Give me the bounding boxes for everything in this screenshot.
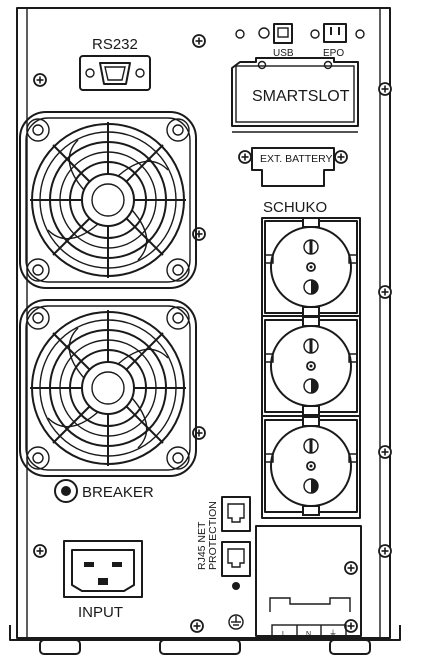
screw-icon [190,619,204,633]
cooling-fan-top-icon [19,111,197,289]
schuko-socket-1[interactable] [263,216,359,318]
screw-icon [192,426,206,440]
indicator-led-icon [235,29,245,39]
usb-label: USB [273,48,294,59]
ground-icon [228,614,244,630]
rj45-label-line2: PROTECTION [207,501,219,570]
screw-icon [378,544,392,558]
epo-label: EPO [323,48,344,59]
screw-icon [378,82,392,96]
breaker-label: BREAKER [82,484,154,501]
terminal-label-earth: ⏚ [329,629,337,638]
input-power-inlet[interactable] [63,540,143,598]
terminal-label-n: N [306,631,311,638]
rs232-port[interactable] [79,55,151,91]
screw-icon [378,445,392,459]
terminal-block [255,525,362,640]
ext-battery-connector[interactable] [251,147,335,187]
cabinet-outline [9,7,401,655]
indicator-led-icon [310,29,320,39]
screw-icon [334,150,348,164]
rj45-label-line1: RJ45 NET [196,521,208,570]
indicator-led-icon [355,29,365,39]
schuko-label: SCHUKO [263,199,327,216]
usb-port[interactable] [258,23,293,44]
epo-port[interactable] [323,23,347,43]
screw-icon [344,561,358,575]
input-label: INPUT [78,604,123,621]
rj45-net-protection[interactable] [221,496,251,590]
screw-icon [238,150,252,164]
screw-icon [378,285,392,299]
breaker-button[interactable] [54,479,78,503]
screw-icon [33,73,47,87]
smartslot-label: SMARTSLOT [252,88,350,105]
cooling-fan-bottom-icon [19,299,197,477]
screw-icon [192,227,206,241]
rj45-fuse-icon [232,582,240,590]
schuko-socket-3[interactable] [263,415,359,517]
rs232-label: RS232 [92,36,138,53]
ext-battery-label: EXT. BATTERY [260,153,333,165]
screw-icon [344,619,358,633]
smartslot-cover[interactable] [231,57,359,133]
screw-icon [192,34,206,48]
screw-icon [33,544,47,558]
schuko-socket-2[interactable] [263,315,359,417]
terminal-label-l: L [282,631,286,638]
